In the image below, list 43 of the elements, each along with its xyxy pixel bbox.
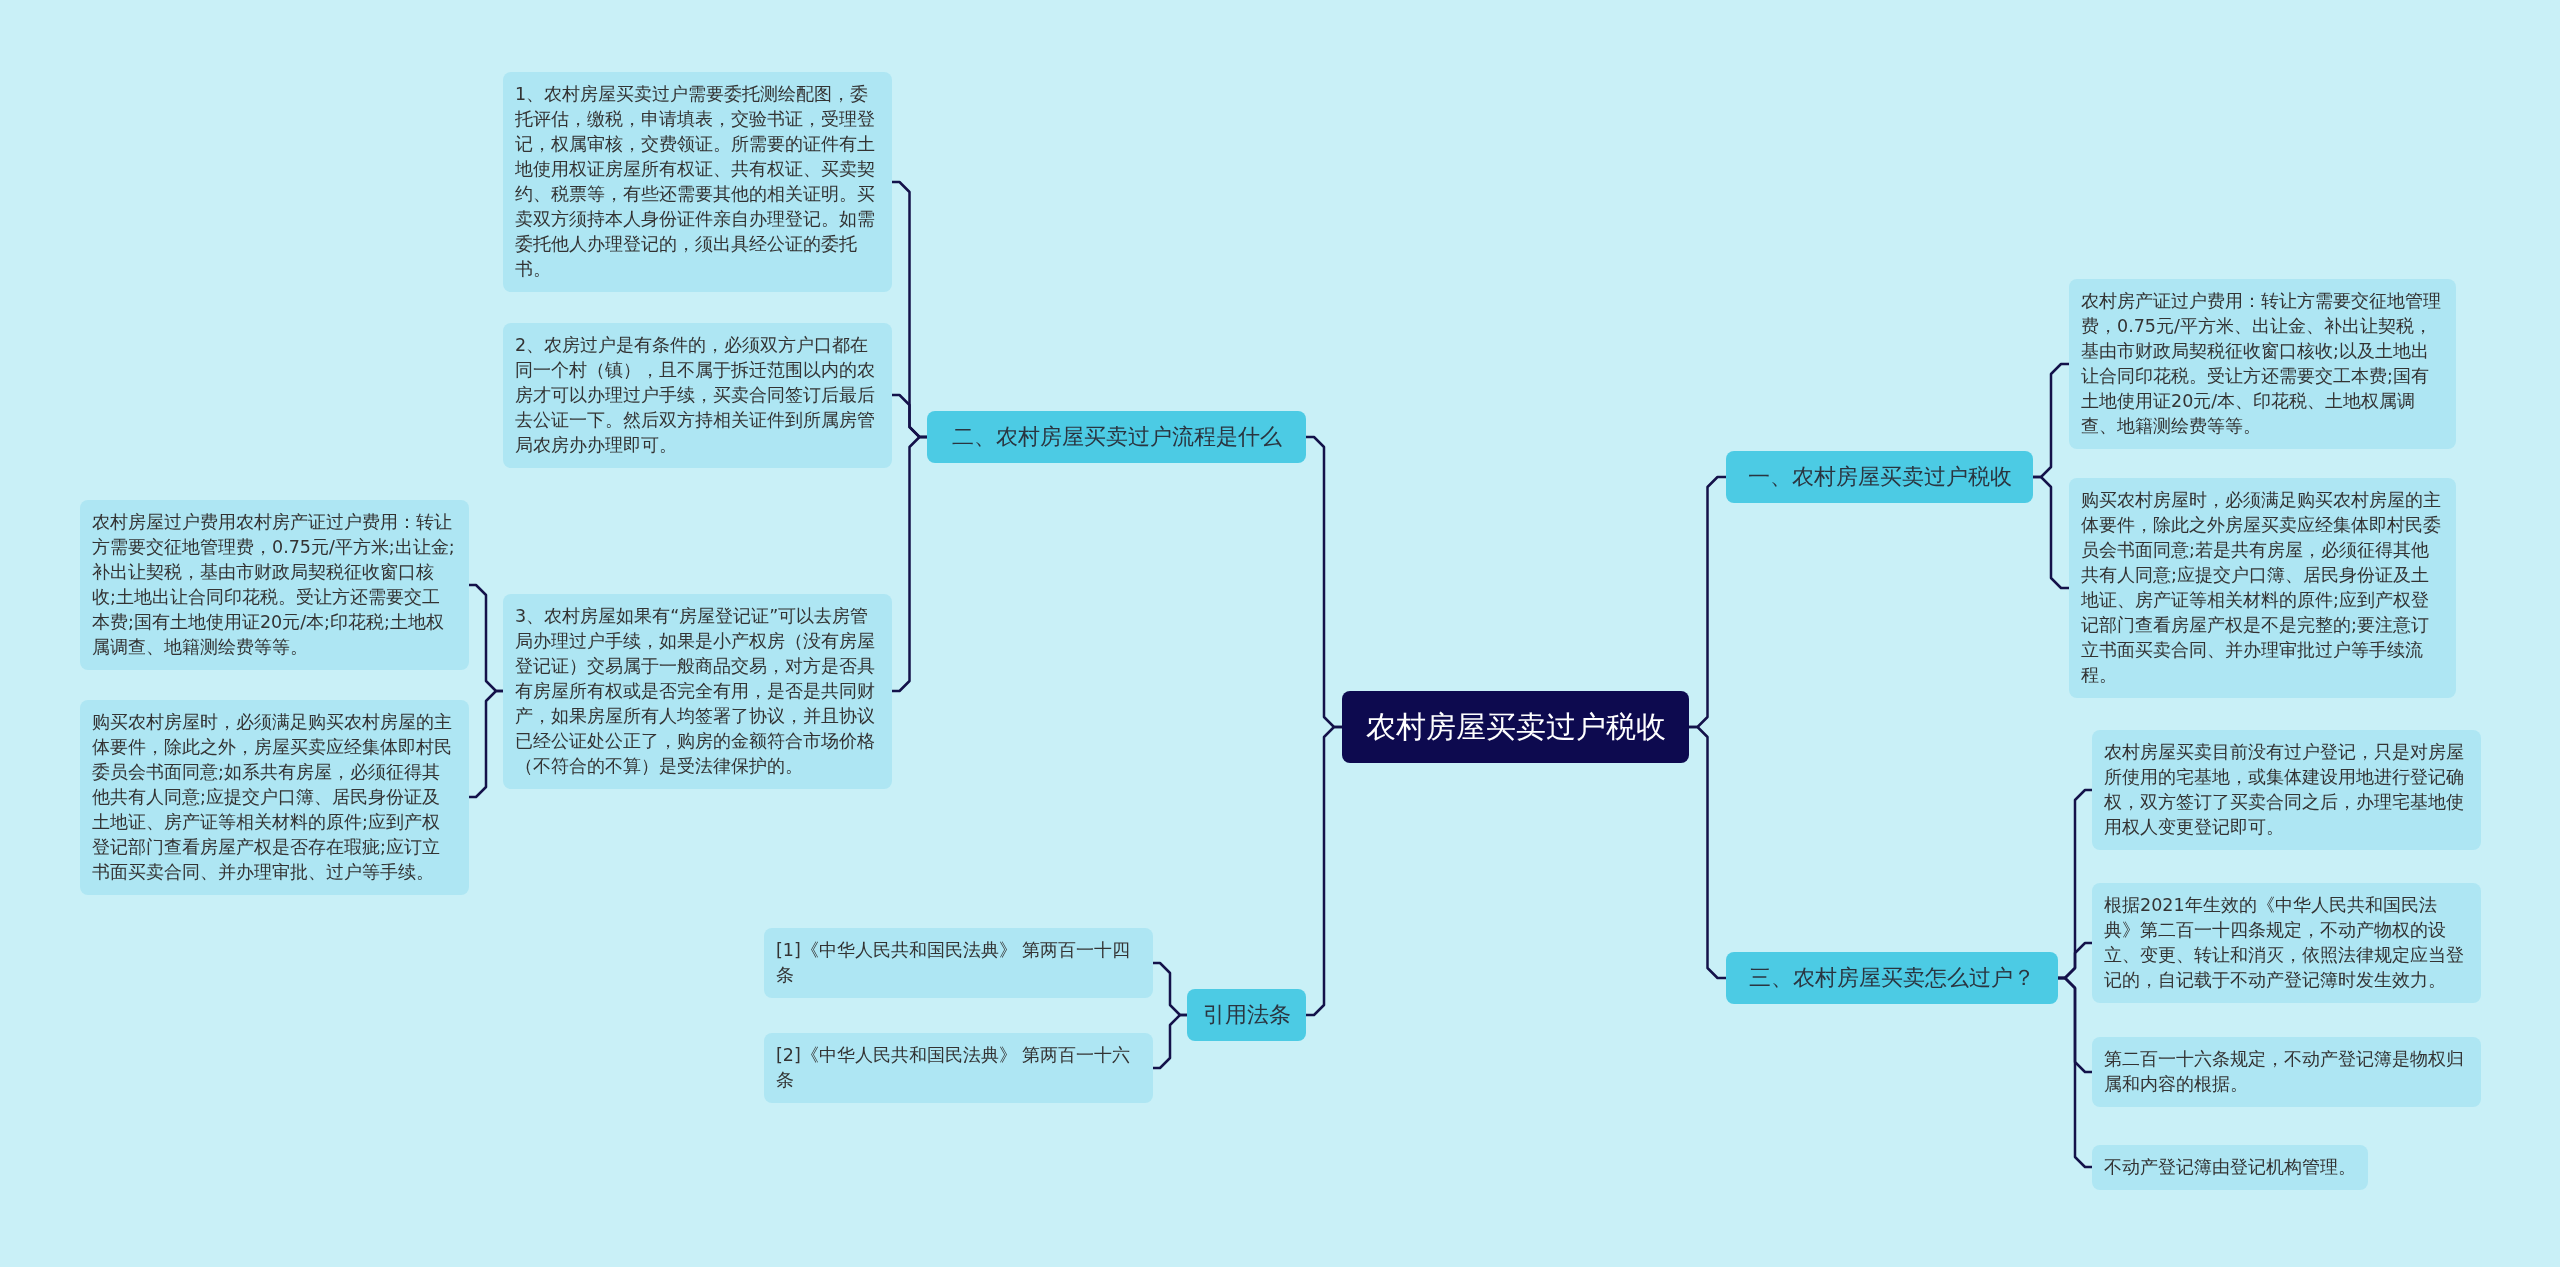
note-box — [2092, 730, 2481, 850]
topic-text: 引用法条 — [1201, 1001, 1292, 1029]
note-box — [80, 699, 469, 895]
topic-text: 购买农村房屋时，必须满足购买农村房屋的主体要件，除此之外，房屋买卖应经集体即村民委员会书面同意;如系共有房屋，必须征得其他共有人同意;应提交户口簿、居民身份证及土地证、房产证等相关材料的原件;应到产权登记部门查看房屋产权是否存在瑕疵;应订立书面买卖合同、并办理审批、过户等手续。 — [92, 710, 453, 884]
note-box — [2069, 279, 2456, 449]
note-box — [2092, 1037, 2481, 1107]
note-box — [2069, 478, 2456, 698]
topic-text: 第二百一十六条规定，不动产登记簿是物权归属和内容的根据。 — [2104, 1048, 2465, 1096]
topic-box — [1726, 952, 2058, 1004]
note-box — [503, 72, 892, 292]
topic-text: 二、农村房屋买卖过户流程是什么 — [950, 423, 1283, 451]
topic-text: [2]《中华人民共和国民法典》 第两百一十六条 — [776, 1044, 1132, 1092]
connector-line — [1306, 725, 1342, 1017]
topic-text: 一、农村房屋买卖过户税收 — [1746, 463, 2013, 491]
topic-box — [1726, 451, 2033, 503]
topic-text: 2、农房过户是有条件的，必须双方户口都在同一个村（镇），且不属于拆迁范围以内的农房才可以办理过户手续，买卖合同签订后最后去公证一下。然后双方持相关证件到所属房管局农房办办理即可。 — [515, 333, 876, 457]
topic-text: 购买农村房屋时，必须满足购买农村房屋的主体要件，除此之外房屋买卖应经集体即村民委员会书面同意;若是共有房屋，必须征得其他共有人同意;应提交户口簿、居民身份证及土地证、房产证等相关材料的原件;应到产权登记部门查看房屋产权是不是完整的;要注意订立书面买卖合同、并办理审批过户等手续流程。 — [2081, 489, 2442, 687]
note-box — [503, 322, 892, 468]
connector-line — [1689, 725, 1726, 980]
topic-text: 农村房屋买卖过户税收 — [1364, 708, 1667, 746]
connector-line — [892, 435, 927, 693]
topic-box — [1187, 989, 1306, 1041]
note-box — [503, 593, 892, 789]
connector-line — [469, 689, 503, 799]
topic-text: 1、农村房屋买卖过户需要委托测绘配图，委托评估，缴税，申请填表，交验书证，受理登记，权属审核，交费领证。所需要的证件有土地使用权证房屋所有权证、共有权证、买卖契约、税票等，有些还需要其他的相关证明。买卖双方须持本人身份证件亲自办理登记。如需委托他人办理登记的，须出具经公证的委托书。 — [515, 83, 876, 281]
note-box — [764, 1033, 1153, 1103]
note-box — [2092, 883, 2481, 1003]
note-box — [2092, 1144, 2368, 1190]
topic-text: 3、农村房屋如果有“房屋登记证”可以去房管局办理过户手续，如果是小产权房（没有房屋登记证）交易属于一般商品交易，对方是否具有房屋所有权或是否完全有用，是否是共同财产，如果房屋所有人均签署了协议，并且协议已经公证处公正了，购房的金额符合市场价格（不符合的不算）是受法律保护的。 — [515, 604, 876, 778]
central-topic — [1342, 691, 1689, 763]
note-box — [80, 500, 469, 670]
topic-text: 农村房屋买卖目前没有过户登记，只是对房屋所使用的宅基地，或集体建设用地进行登记确权，双方签订了买卖合同之后，办理宅基地使用权人变更登记即可。 — [2104, 741, 2465, 839]
connector-line — [2033, 475, 2069, 590]
topic-text: [1]《中华人民共和国民法典》 第两百一十四条 — [776, 939, 1132, 987]
topic-box — [927, 411, 1306, 463]
note-box — [764, 928, 1153, 998]
connector-line — [2058, 976, 2092, 1169]
topic-text: 农村房屋过户费用农村房产证过户费用：转让方需要交征地管理费，0.75元/平方米;出让金;补出让契税，基由市财政局契税征收窗口核收;土地出让合同印花税。受让方还需要交工本费;国有土地使用证20元/本;印花税;土地权属调查、地籍测绘费等等。 — [92, 511, 456, 659]
topic-text: 根据2021年生效的《中华人民共和国民法典》第二百一十四条规定，不动产物权的设立、变更、转让和消灭，依照法律规定应当登记的，自记载于不动产登记簿时发生效力。 — [2104, 894, 2465, 992]
topic-text: 农村房产证过户费用：转让方需要交征地管理费，0.75元/平方米、出让金、补出让契税，基由市财政局契税征收窗口核收;以及土地出让合同印花税。受让方还需要交工本费;国有土地使用证20元/本、印花税、土地权属调查、地籍测绘费等等。 — [2081, 290, 2442, 438]
topic-text: 三、农村房屋买卖怎么过户？ — [1748, 964, 2036, 992]
connector-line — [1153, 1013, 1187, 1070]
topic-text: 不动产登记簿由登记机构管理。 — [2104, 1155, 2356, 1179]
